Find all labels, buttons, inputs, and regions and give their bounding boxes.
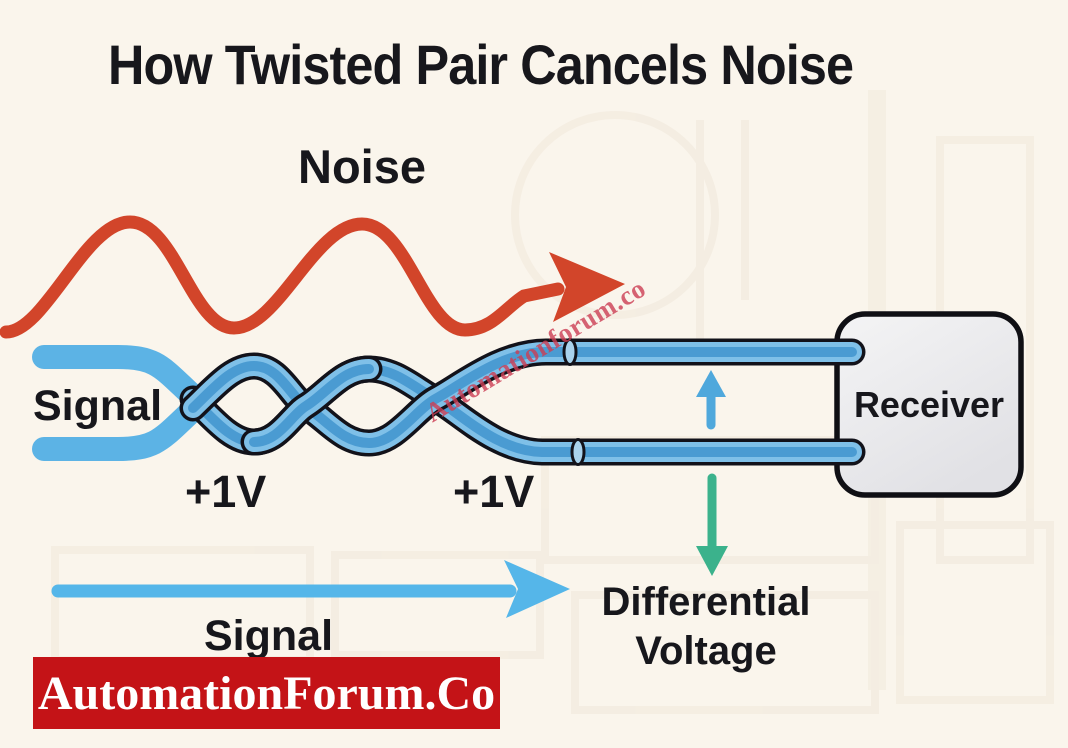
brand-banner: AutomationForum.Co	[33, 657, 500, 729]
voltage-label-left: +1V	[185, 466, 267, 517]
noise-wave-arrow	[0, 215, 625, 339]
background-ghost-structures	[51, 90, 1054, 714]
wire-joint-cap	[562, 338, 578, 366]
up-arrow-icon	[696, 370, 726, 430]
differential-voltage-line2: Voltage	[635, 629, 777, 673]
voltage-label-right: +1V	[453, 466, 535, 517]
differential-voltage-line1: Differential	[601, 580, 811, 624]
down-arrow-icon	[696, 473, 728, 576]
signal-label-left: Signal	[33, 382, 163, 430]
signal-label-bottom: Signal	[204, 612, 334, 660]
brand-banner-text: AutomationForum.Co	[37, 666, 496, 720]
receiver-box	[834, 311, 1024, 498]
differential-voltage-label: Differential Voltage	[570, 578, 842, 676]
signal-direction-arrow	[51, 560, 570, 618]
noise-label: Noise	[298, 140, 426, 193]
wire-joint-cap	[570, 438, 586, 466]
page-title: How Twisted Pair Cancels Noise	[108, 33, 854, 96]
twisted-pair-cable	[179, 338, 866, 466]
receiver-label: Receiver	[853, 384, 1005, 425]
noise-arrowhead-icon	[549, 252, 625, 322]
